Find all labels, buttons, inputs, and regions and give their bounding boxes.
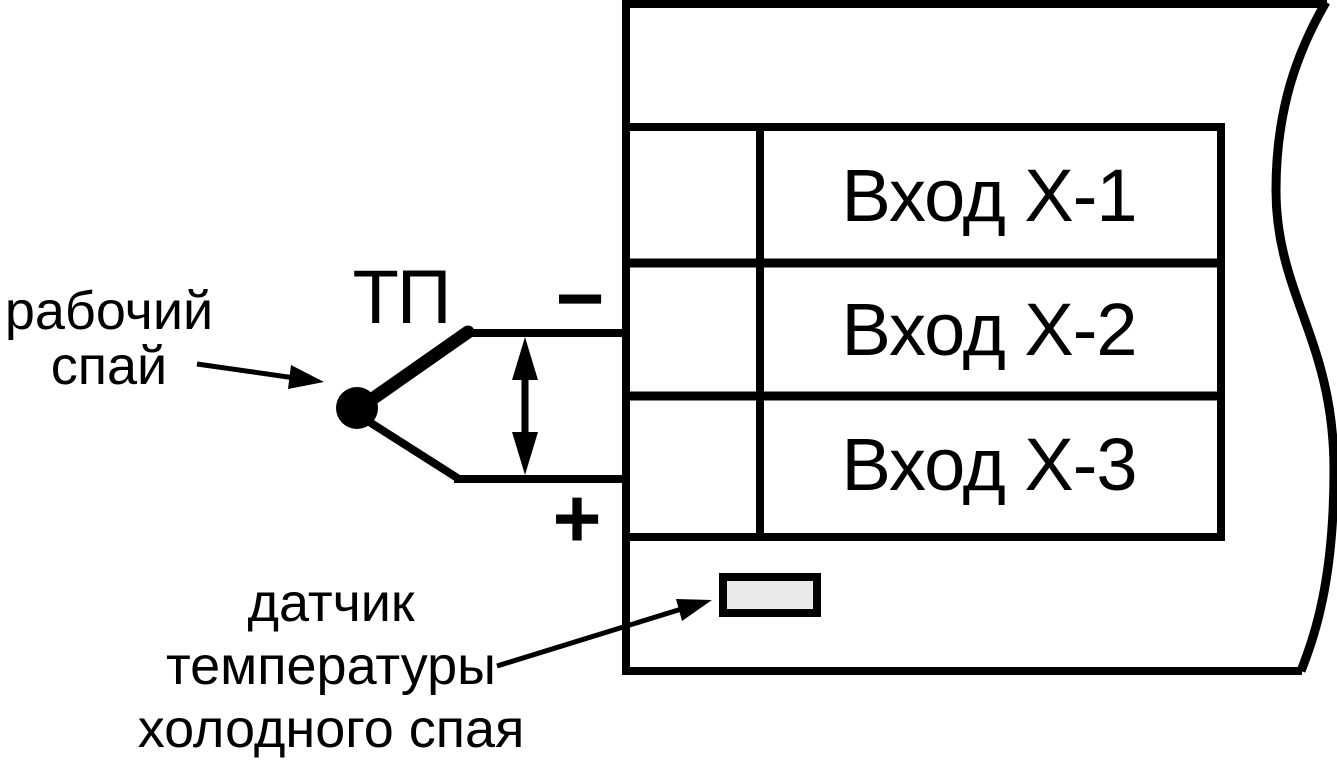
input-terminal-x2: Вход Х-2 (841, 288, 1137, 371)
polarity-minus-label: − (555, 250, 605, 345)
cold-junction-sensor (719, 573, 821, 617)
cold-junction-sensor-label: датчик температуры холодного спая (105, 572, 557, 761)
voltage-double-arrow-down-head (512, 432, 538, 475)
working-junction-label-line1: рабочий (4, 281, 214, 341)
thermoelectrode-thin-wire (357, 412, 462, 483)
thermocouple-label: ТП (352, 254, 451, 340)
thermoelectrode-thick-wire (351, 325, 475, 416)
device-box-torn-edge-curve (1271, 0, 1337, 673)
polarity-plus-label: + (552, 470, 602, 565)
cold-junction-sensor-label-line3: холодного спая (137, 699, 525, 759)
working-junction-label: рабочий спай (2, 284, 216, 394)
working-junction-label-line2: спай (50, 336, 168, 396)
cold-junction-sensor-label-line2: температуры (165, 636, 496, 696)
cold-junction-arrow-head (676, 599, 712, 621)
voltage-double-arrow-up-head (512, 337, 538, 380)
input-terminal-x3: Вход Х-3 (841, 423, 1137, 506)
cold-junction-sensor-label-line1: датчик (247, 573, 415, 633)
working-junction-arrow-head (288, 365, 324, 389)
cold-junction-arrow-shaft (496, 604, 689, 669)
input-terminal-x1: Вход Х-1 (841, 153, 1137, 237)
working-junction-arrow-shaft (196, 361, 303, 382)
terminal-table-border (622, 123, 1225, 541)
